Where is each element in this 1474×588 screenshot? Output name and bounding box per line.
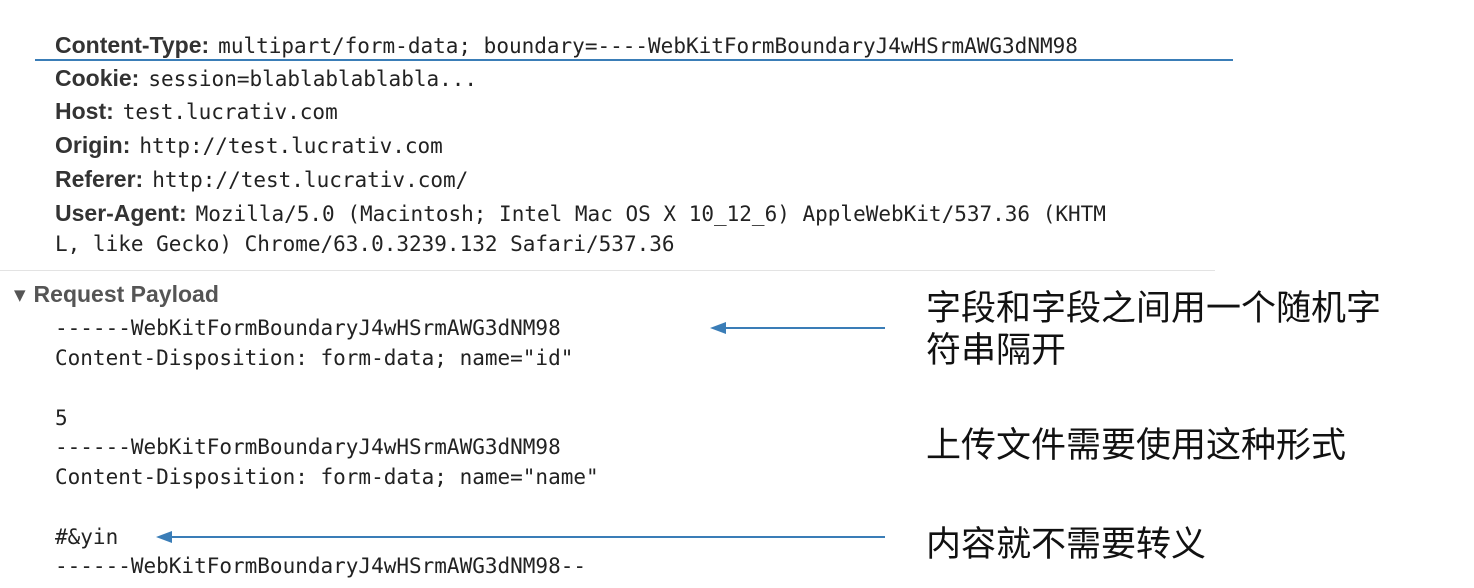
header-value: test.lucrativ.com [122,100,338,124]
header-value: multipart/form-data; boundary=----WebKit… [218,34,1078,58]
header-value: session=blablablablabla... [148,67,478,91]
highlight-underline [35,59,1233,61]
payload-line: Content-Disposition: form-data; name="id… [55,346,574,370]
header-name: Content-Type: [55,32,210,58]
header-name: Origin: [55,132,131,158]
payload-line: 5 [55,406,68,430]
header-referer: Referer: http://test.lucrativ.com/ [55,166,468,193]
section-title: Request Payload [33,281,219,307]
header-user-agent-continuation: L, like Gecko) Chrome/63.0.3239.132 Safa… [55,232,675,256]
header-name: User-Agent: [55,200,187,226]
header-value: http://test.lucrativ.com/ [152,168,469,192]
header-name: Host: [55,98,114,124]
header-content-type: Content-Type: multipart/form-data; bound… [55,32,1078,59]
header-user-agent: User-Agent: Mozilla/5.0 (Macintosh; Inte… [55,200,1106,227]
boundary-note-line: 字段和字段之间用一个随机字 [926,289,1382,329]
header-cookie: Cookie: session=blablablablabla... [55,65,477,92]
header-host: Host: test.lucrativ.com [55,98,338,125]
boundary-note-line: 符串隔开 [926,331,1067,371]
boundary-note: 字段和字段之间用一个随机字 符串隔开 [926,288,1381,372]
header-value: Mozilla/5.0 (Macintosh; Intel Mac OS X 1… [195,202,1106,226]
escape-note: 内容就不需要转义 [926,525,1207,565]
request-payload-toggle[interactable]: ▼ Request Payload [14,281,219,308]
header-origin: Origin: http://test.lucrativ.com [55,132,443,159]
header-name: Referer: [55,166,144,192]
triangle-down-icon: ▼ [14,285,26,304]
escape-arrow-icon [156,531,885,543]
payload-line: ------WebKitFormBoundaryJ4wHSrmAWG3dNM98 [55,316,561,340]
payload-line: ------WebKitFormBoundaryJ4wHSrmAWG3dNM98… [55,554,587,578]
section-divider [0,270,1215,271]
boundary-arrow-icon [710,322,885,334]
payload-line: Content-Disposition: form-data; name="na… [55,465,599,489]
payload-line: ------WebKitFormBoundaryJ4wHSrmAWG3dNM98 [55,435,561,459]
payload-line: #&yin [55,525,119,549]
header-name: Cookie: [55,65,140,91]
header-value: http://test.lucrativ.com [139,134,443,158]
upload-note: 上传文件需要使用这种形式 [926,426,1347,466]
